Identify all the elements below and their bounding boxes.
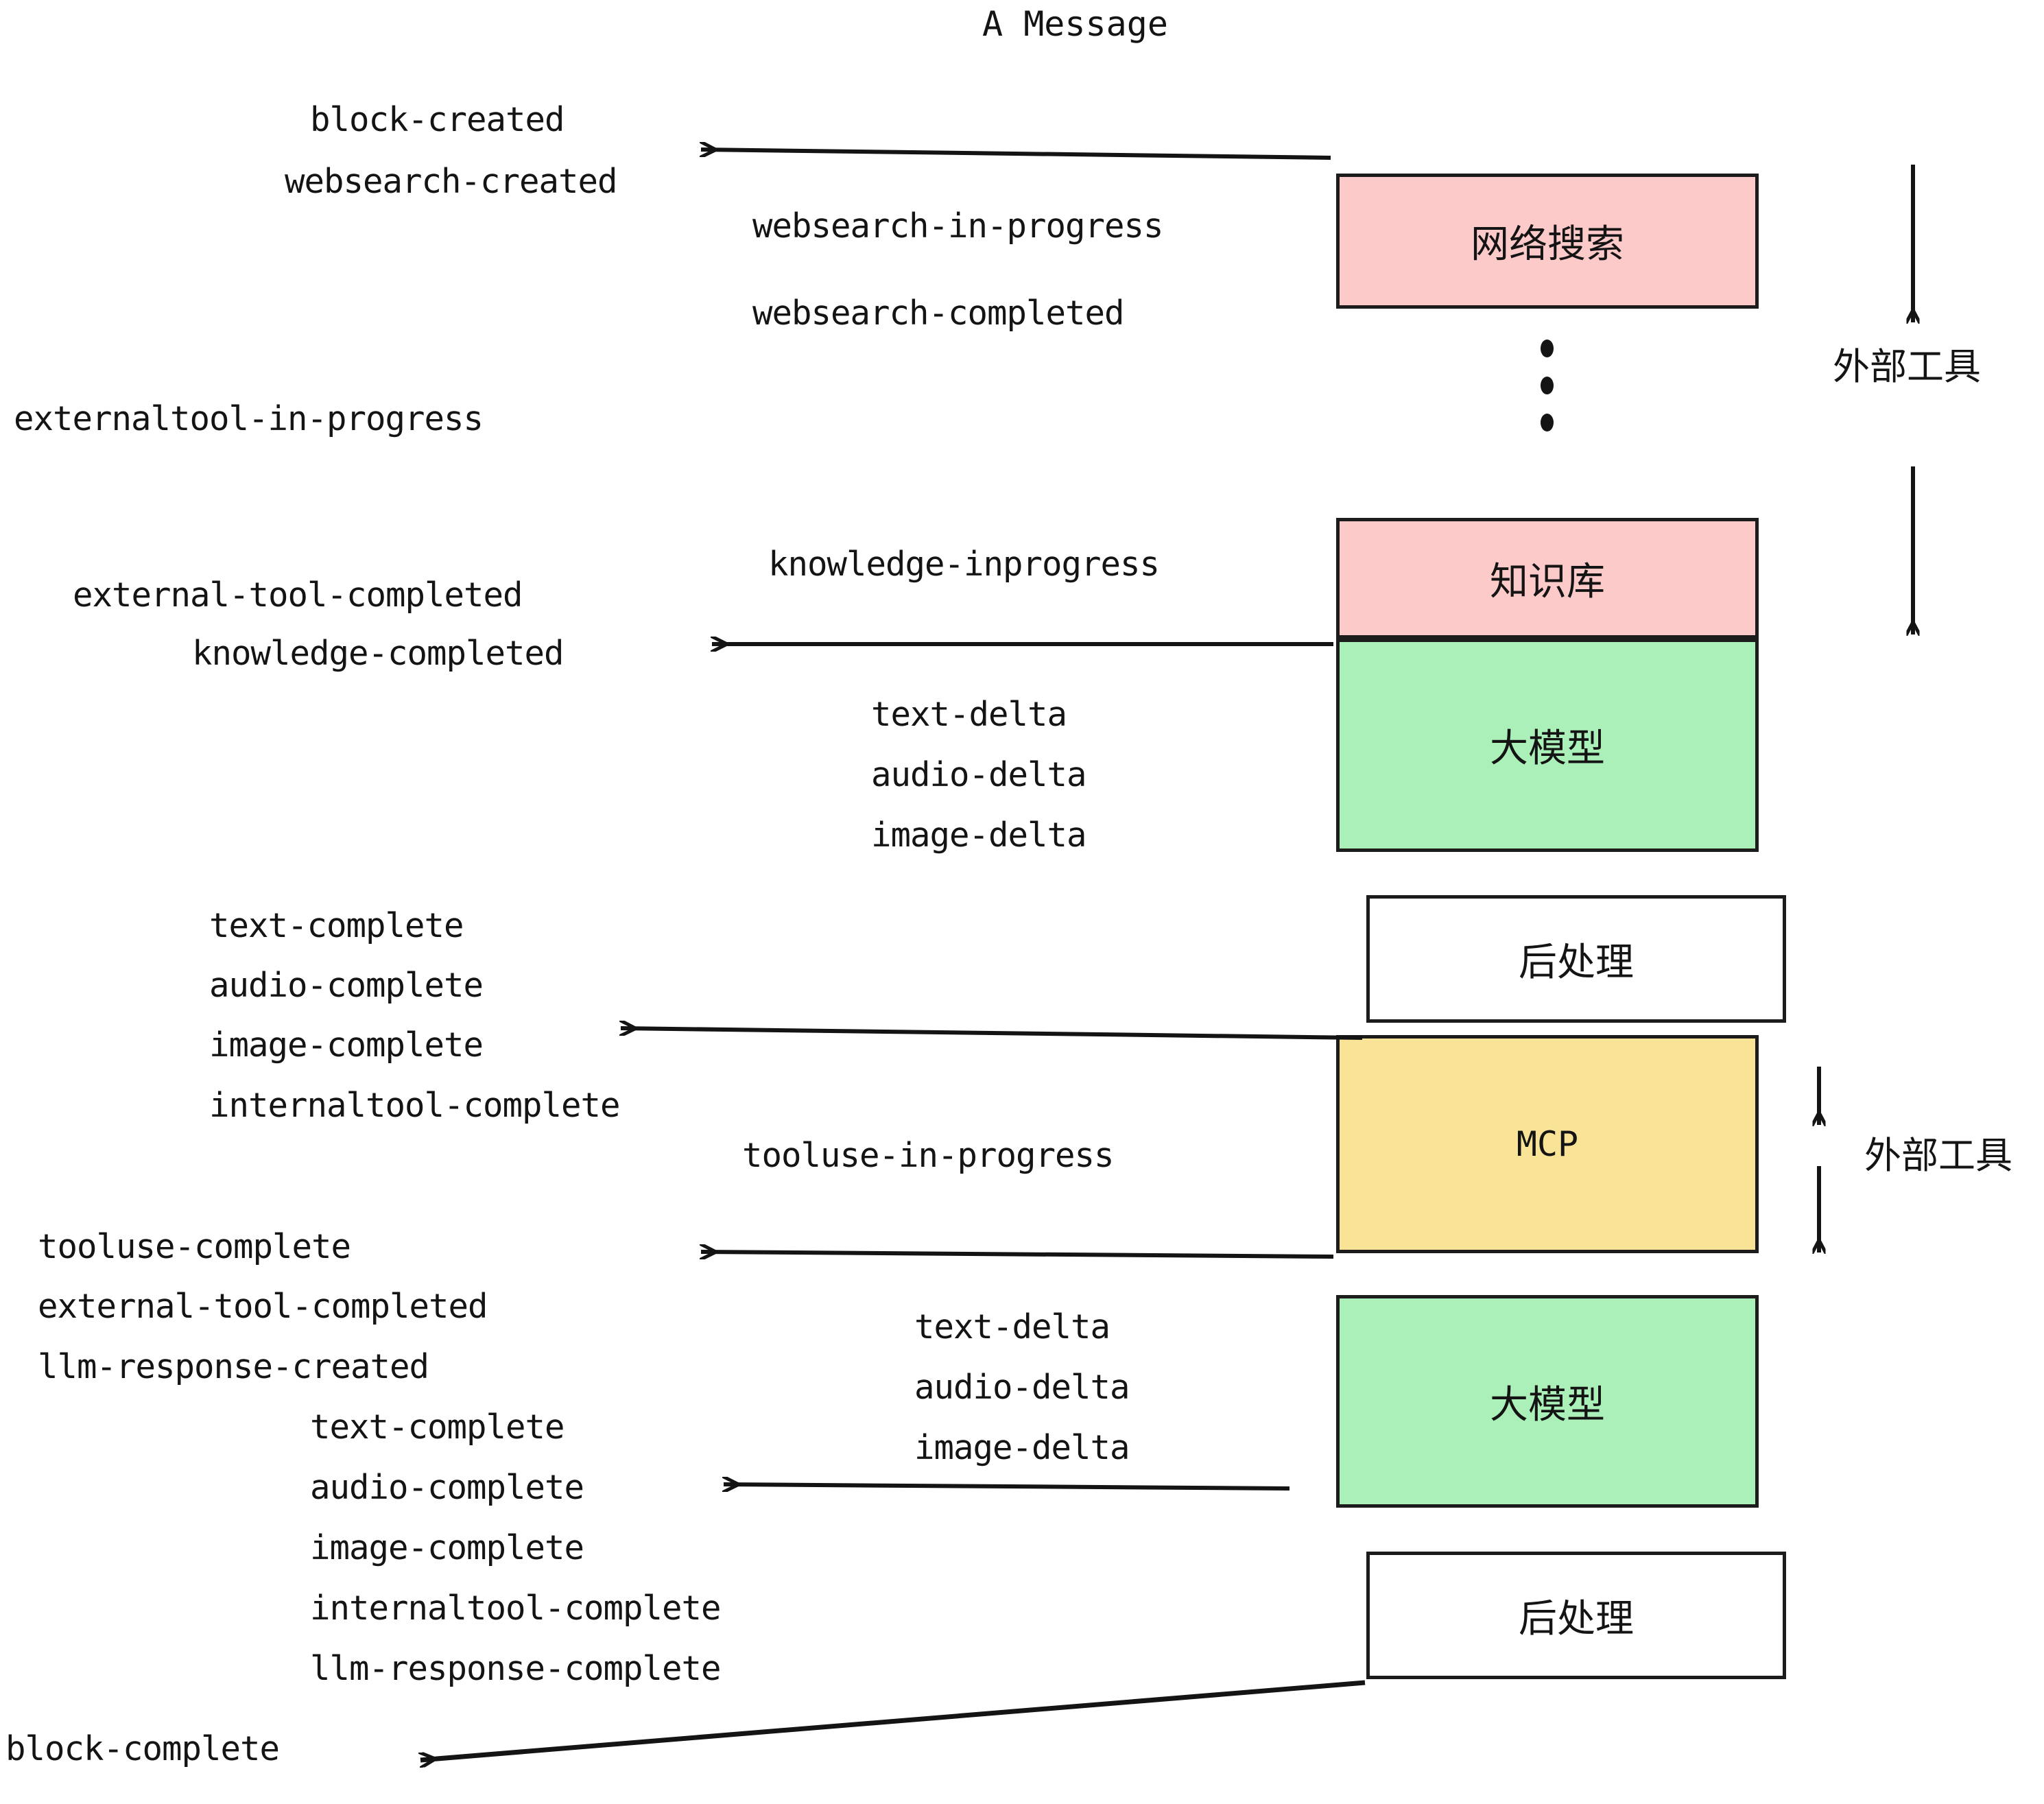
event-label-image-delta-2: image-delta [914,1428,1130,1467]
event-label-audio-complete-1: audio-complete [209,966,484,1005]
event-label-websearch-created: websearch-created [285,162,618,201]
arrow-llm2-to-audio-complete [724,1484,1290,1488]
event-label-audio-delta-2: audio-delta [914,1368,1130,1407]
event-label-external-tool-completed-1: external-tool-completed [73,575,523,615]
node-label-knowledge: 知识库 [1490,559,1605,604]
event-label-text-complete-2: text-complete [310,1408,565,1447]
annotation-external-tools-top: 外部工具 [1833,345,1981,388]
node-box-websearch[interactable]: 网络搜索 [1336,174,1759,309]
node-box-llm-2[interactable]: 大模型 [1336,1295,1759,1508]
event-label-internaltool-complete-2: internaltool-complete [310,1589,722,1628]
arrow-mcp-to-tooluse-complete [701,1252,1334,1257]
event-label-external-tool-completed-2: external-tool-completed [38,1287,488,1326]
arrow-postprocess2-to-block-complete [420,1680,1366,1760]
event-label-knowledge-inprogress: knowledge-inprogress [768,545,1160,584]
node-box-mcp[interactable]: MCP [1336,1035,1759,1253]
event-label-audio-delta-1: audio-delta [871,755,1087,794]
node-label-websearch: 网络搜索 [1471,222,1624,267]
event-label-block-complete: block-complete [5,1729,280,1768]
event-label-internaltool-complete-1: internaltool-complete [209,1086,621,1125]
node-label-llm-2: 大模型 [1490,1382,1605,1427]
event-label-image-complete-2: image-complete [310,1528,584,1567]
node-label-postprocess-1: 后处理 [1519,940,1634,985]
annotation-external-tools-bottom: 外部工具 [1864,1134,2012,1177]
arrow-postprocess1-to-image-complete [621,1028,1363,1040]
event-label-text-delta-2: text-delta [914,1307,1110,1346]
node-label-postprocess-2: 后处理 [1519,1596,1634,1641]
node-box-llm-1[interactable]: 大模型 [1336,639,1759,852]
event-label-block-created: block-created [310,100,565,139]
event-label-llm-response-complete: llm-response-complete [310,1649,722,1688]
event-label-tooluse-complete: tooluse-complete [38,1227,351,1266]
event-label-websearch-completed: websearch-completed [752,294,1125,333]
event-label-text-delta-1: text-delta [871,695,1067,734]
arrow-websearch-to-created [701,150,1331,160]
event-label-image-delta-1: image-delta [871,816,1087,855]
node-box-postprocess-2[interactable]: 后处理 [1366,1552,1786,1679]
node-label-mcp: MCP [1516,1124,1579,1164]
event-label-text-complete-1: text-complete [209,906,464,945]
node-label-llm-1: 大模型 [1490,726,1605,771]
event-label-audio-complete-2: audio-complete [310,1468,584,1507]
event-label-knowledge-completed: knowledge-completed [192,634,565,673]
event-label-externaltool-in-progress: externaltool-in-progress [14,399,484,438]
diagram-title: A Message [982,4,1168,44]
event-label-llm-response-created: llm-response-created [38,1347,429,1386]
node-box-knowledge[interactable]: 知识库 [1336,518,1759,639]
event-label-image-complete-1: image-complete [209,1025,484,1065]
event-label-websearch-in-progress: websearch-in-progress [752,206,1164,246]
event-label-tooluse-in-progress: tooluse-in-progress [742,1136,1115,1175]
node-box-postprocess-1[interactable]: 后处理 [1366,895,1786,1023]
vertical-ellipsis-icon [1536,340,1557,451]
